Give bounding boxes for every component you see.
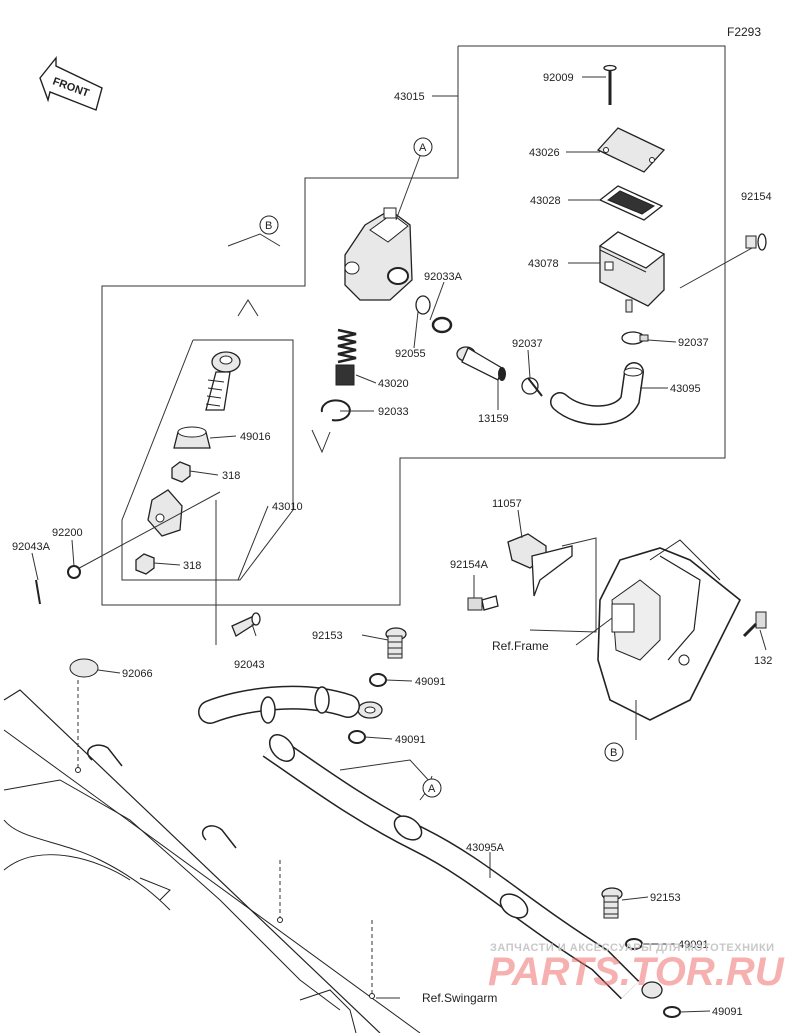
master-cylinder-body	[344, 207, 413, 301]
front-arrow-icon: FRONT	[39, 56, 103, 111]
screw-92009	[603, 64, 617, 105]
label-43015: 43015	[394, 91, 425, 103]
nut-318-top	[171, 461, 191, 483]
label-43095: 43095	[670, 383, 701, 395]
washer-49091-lower-b	[663, 1006, 681, 1018]
assembly-outline-43015	[101, 45, 726, 606]
watermark: ЗАПЧАСТИ И АКСЕССУАРЫ ДЛЯ МОТОТЕХНИКИ PA…	[488, 942, 785, 994]
label-92037-left: 92037	[512, 338, 543, 350]
callout-b-top: B	[259, 215, 279, 235]
svg-text:B: B	[265, 220, 272, 232]
reservoir-hose-43095	[550, 362, 644, 426]
label-43020: 43020	[378, 378, 409, 390]
assembly-outline-43010	[121, 339, 294, 581]
o-ring-92033A	[431, 316, 453, 334]
svg-text:B: B	[610, 747, 617, 759]
label-49016: 49016	[240, 431, 271, 443]
washer-49091-upper-a	[369, 673, 387, 687]
washer-49091-upper-b	[348, 730, 366, 744]
piston-spring-43020	[335, 328, 357, 386]
label-43095A: 43095A	[466, 842, 505, 854]
o-ring-92055	[415, 295, 431, 315]
banjo-bolt-92153-lower	[601, 887, 623, 919]
snap-ring-92033	[320, 399, 351, 422]
hose-clamp-92037-right	[621, 331, 649, 345]
diagram-code: F2293	[727, 25, 761, 39]
bolt-132	[742, 611, 767, 638]
svg-text:A: A	[419, 142, 427, 154]
bracket-outline	[529, 537, 597, 633]
watermark-tagline: ЗАПЧАСТИ И АКСЕССУАРЫ ДЛЯ МОТОТЕХНИКИ	[490, 942, 775, 954]
push-rod-boot	[205, 351, 241, 411]
label-92033A: 92033A	[424, 271, 463, 283]
brake-hose-43095A	[198, 685, 640, 1000]
label-92037-right: 92037	[678, 337, 709, 349]
label-43010: 43010	[272, 501, 303, 513]
label-13159: 13159	[478, 413, 509, 425]
label-92153-upper: 92153	[312, 630, 343, 642]
bracket-11057	[507, 533, 573, 597]
banjo-bolt-92153-upper	[385, 627, 407, 659]
svg-text:A: A	[428, 783, 436, 795]
label-92154A: 92154A	[450, 559, 489, 571]
label-92043: 92043	[234, 659, 265, 671]
pin-axis-line	[71, 491, 221, 573]
label-92009: 92009	[543, 72, 574, 84]
watermark-logo: PARTS.TOR.RU	[488, 950, 785, 994]
direction-marker	[311, 429, 331, 454]
washer-92200	[67, 565, 81, 579]
cotter-pin-92043A	[35, 579, 41, 605]
callout-a-bottom: A	[422, 778, 442, 798]
label-43078: 43078	[528, 258, 559, 270]
label-ref-frame: Ref.Frame	[492, 639, 549, 653]
banjo-fitting-lower	[641, 981, 663, 999]
clevis-pin-92043	[215, 500, 261, 645]
label-92055: 92055	[395, 348, 426, 360]
label-318-bottom: 318	[183, 560, 201, 572]
label-49091-upper-b: 49091	[395, 734, 426, 746]
hose-clamp-92037-left	[521, 377, 543, 397]
frame-section	[597, 539, 742, 721]
label-92043A: 92043A	[12, 541, 51, 553]
label-ref-swingarm: Ref.Swingarm	[422, 991, 497, 1005]
bolt-92154A	[467, 595, 499, 611]
nut-318-bottom	[135, 553, 155, 575]
label-132: 132	[754, 655, 772, 667]
label-43026: 43026	[529, 147, 560, 159]
label-49091-upper-a: 49091	[415, 676, 446, 688]
label-49091-lower-b: 49091	[712, 1006, 743, 1018]
swingarm-outline	[3, 689, 421, 1033]
dust-boot-49016	[173, 426, 211, 449]
reservoir-43078	[598, 231, 666, 313]
diaphragm-43028	[598, 185, 664, 221]
label-11057: 11057	[492, 498, 522, 510]
callout-a-top: A	[413, 137, 433, 157]
label-92033: 92033	[378, 406, 409, 418]
plug-92066	[69, 658, 99, 678]
label-49091-lower-a: 49091	[678, 939, 709, 951]
label-92153-lower: 92153	[650, 892, 681, 904]
label-92200: 92200	[52, 527, 83, 539]
callout-b-bottom: B	[604, 742, 624, 762]
bolt-92154	[679, 233, 767, 289]
label-318-top: 318	[222, 470, 240, 482]
clevis-joint	[147, 489, 183, 537]
hose-guides	[75, 680, 375, 999]
reservoir-cap-43026	[596, 127, 666, 173]
direction-marker-rod	[237, 299, 259, 317]
label-92066: 92066	[122, 668, 153, 680]
label-92154: 92154	[741, 191, 772, 203]
label-43028: 43028	[530, 195, 561, 207]
banjo-fitting-upper	[357, 701, 383, 719]
hose-fitting-13159	[456, 346, 506, 381]
